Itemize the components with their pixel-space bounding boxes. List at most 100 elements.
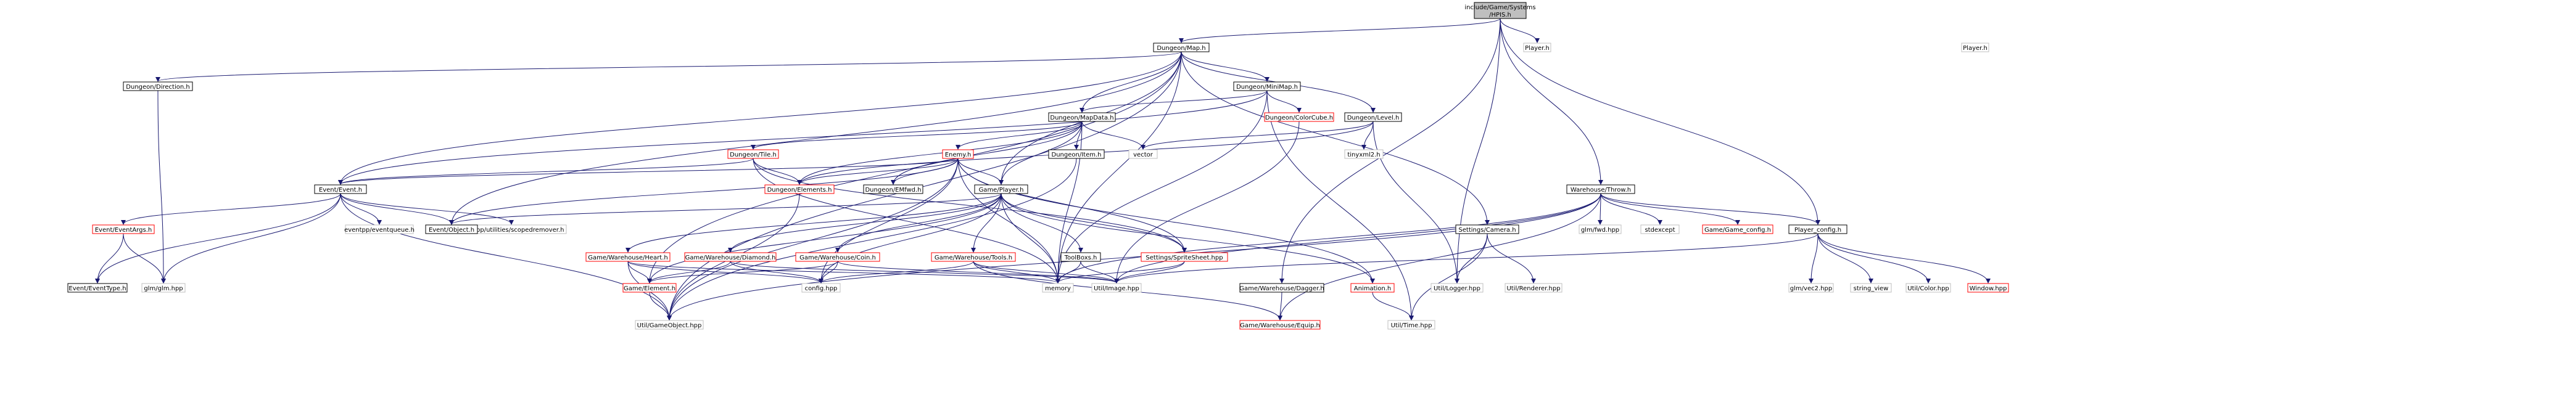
edge-tools-to-memory	[973, 261, 1060, 284]
node-layer: include/Game/Systems/HPIS.hDungeon/Map.h…	[67, 2, 2009, 330]
node-tile[interactable]: Dungeon/Tile.h	[727, 149, 779, 159]
edge-enemy-to-gameplayer	[957, 158, 1004, 185]
edge-map-to-memory	[1055, 51, 1182, 284]
node-box	[684, 252, 777, 262]
node-animation[interactable]: Animation.h	[1350, 283, 1395, 293]
node-box	[1905, 283, 1951, 293]
node-gameconfig[interactable]: Game/Game_config.h	[1702, 224, 1773, 234]
node-label: Event/Event.h	[319, 187, 362, 194]
node-map[interactable]: Dungeon/Map.h	[1153, 43, 1210, 52]
node-equip[interactable]: Game/Warehouse/Equip.h	[1239, 320, 1321, 330]
node-box	[635, 320, 704, 330]
node-eventtype[interactable]: Event/EventType.h	[67, 283, 128, 293]
edge-gameplayer-to-spritesheet	[1001, 193, 1187, 253]
node-box	[764, 184, 835, 194]
node-label: Warehouse/Throw.h	[1571, 187, 1631, 194]
node-level[interactable]: Dungeon/Level.h	[1344, 112, 1402, 122]
edge-map-to-eventobject	[449, 51, 1182, 225]
node-minimap[interactable]: Dungeon/MiniMap.h	[1233, 81, 1301, 91]
edge-gameplayer-to-memory	[1001, 193, 1060, 284]
node-label: Game/Warehouse/Dagger.h	[1239, 285, 1324, 292]
edge-minimap-to-time	[1266, 90, 1414, 320]
node-box	[1474, 2, 1527, 19]
node-label: string_view	[1854, 285, 1889, 292]
node-label: Dungeon/MapData.h	[1050, 115, 1113, 121]
edge-map-to-event	[338, 51, 1182, 185]
node-label: Game/Game_config.h	[1704, 227, 1771, 234]
edge-playerconfig-to-image	[1114, 233, 1818, 284]
node-box	[1048, 112, 1116, 122]
node-spritesheet[interactable]: Settings/SpriteSheet.hpp	[1141, 252, 1228, 262]
node-label: vector	[1133, 152, 1154, 158]
node-label: Game/Player.h	[979, 187, 1024, 194]
edge-heart-to-gameelement	[627, 261, 652, 284]
node-box	[801, 283, 841, 293]
edge-spritesheet-to-image	[1114, 261, 1185, 284]
node-image: Util/Image.hpp	[1091, 283, 1142, 293]
edge-gameplayer-to-eventobject	[449, 193, 1002, 225]
edge-layer	[95, 18, 1991, 320]
node-label: Game/Warehouse/Heart.h	[588, 255, 667, 261]
node-elements[interactable]: Dungeon/Elements.h	[764, 184, 835, 194]
node-item[interactable]: Dungeon/Item.h	[1048, 149, 1105, 159]
node-label: Event/EventType.h	[68, 285, 126, 292]
node-gameplayer[interactable]: Game/Player.h	[974, 184, 1028, 194]
node-emfwd[interactable]: Dungeon/EMfwd.h	[863, 184, 923, 194]
node-playerconfig[interactable]: Player_config.h	[1788, 224, 1847, 234]
edge-diamond-to-config	[730, 261, 824, 284]
node-label: eventpp/utilities/scopedremover.h	[459, 227, 564, 234]
edge-hpis-to-playerc	[1500, 18, 1540, 43]
edge-mapdata-to-elements	[797, 121, 1083, 185]
node-camera[interactable]: Settings/Camera.h	[1455, 224, 1519, 234]
edge-minimap-to-colorcube	[1266, 90, 1302, 113]
edge-coin-to-gameelement	[647, 261, 838, 284]
edge-coin-to-image	[837, 261, 1119, 284]
node-vector: vector	[1128, 149, 1158, 159]
node-label: Dungeon/MiniMap.h	[1236, 84, 1298, 91]
node-box	[1128, 149, 1158, 159]
node-eventargs[interactable]: Event/EventArgs.h	[92, 224, 155, 234]
edge-event-to-eventargs	[121, 193, 341, 225]
edge-heart-to-memory	[627, 261, 1060, 284]
node-enemy[interactable]: Enemy.h	[942, 149, 974, 159]
node-box	[1387, 320, 1435, 330]
node-mapdata[interactable]: Dungeon/MapData.h	[1048, 112, 1116, 122]
node-window[interactable]: Window.hpp	[1967, 283, 2009, 293]
edge-throw-to-gameconfig	[1600, 193, 1740, 225]
edge-level-to-tinyxml	[1361, 121, 1374, 150]
edge-event-to-eventobject	[340, 193, 454, 225]
node-toolboxs[interactable]: ToolBoxs.h	[1060, 252, 1101, 262]
node-player_h: Player.h	[1961, 43, 1989, 52]
node-box	[92, 224, 155, 234]
node-box	[795, 252, 880, 262]
node-coin[interactable]: Game/Warehouse/Coin.h	[795, 252, 880, 262]
node-label: ToolBoxs.h	[1064, 255, 1097, 261]
edge-tile-to-spritesheet	[753, 158, 1187, 253]
node-glm: glm/glm.hpp	[141, 283, 186, 293]
node-box	[1141, 252, 1228, 262]
node-box	[1060, 252, 1101, 262]
node-colorcube[interactable]: Dungeon/ColorCube.h	[1264, 112, 1334, 122]
node-throw[interactable]: Warehouse/Throw.h	[1566, 184, 1635, 194]
edge-hpis-to-playerconfig	[1500, 18, 1820, 225]
node-label: Game/Warehouse/Diamond.h	[685, 255, 776, 261]
node-label: Util/Renderer.hpp	[1506, 285, 1560, 292]
node-label: Util/Time.hpp	[1391, 322, 1432, 329]
edge-enemy-to-event	[338, 158, 959, 185]
node-eventobject[interactable]: Event/Object.h	[425, 224, 478, 234]
node-diamond[interactable]: Game/Warehouse/Diamond.h	[684, 252, 777, 262]
node-box	[727, 149, 779, 159]
node-dagger[interactable]: Game/Warehouse/Dagger.h	[1239, 283, 1324, 293]
node-box	[123, 81, 193, 91]
node-gameelement[interactable]: Game/Element.h	[622, 283, 677, 293]
node-label: Dungeon/Map.h	[1157, 45, 1205, 52]
node-box	[1344, 112, 1402, 122]
node-label: Player.h	[1963, 45, 1988, 52]
node-tools[interactable]: Game/Warehouse/Tools.h	[931, 252, 1016, 262]
node-direction[interactable]: Dungeon/Direction.h	[123, 81, 193, 91]
edge-playerconfig-to-color	[1817, 233, 1931, 284]
node-heart[interactable]: Game/Warehouse/Heart.h	[585, 252, 671, 262]
node-box	[1640, 224, 1680, 234]
edge-map-to-gameobject	[667, 51, 1182, 320]
node-event[interactable]: Event/Event.h	[314, 184, 367, 194]
